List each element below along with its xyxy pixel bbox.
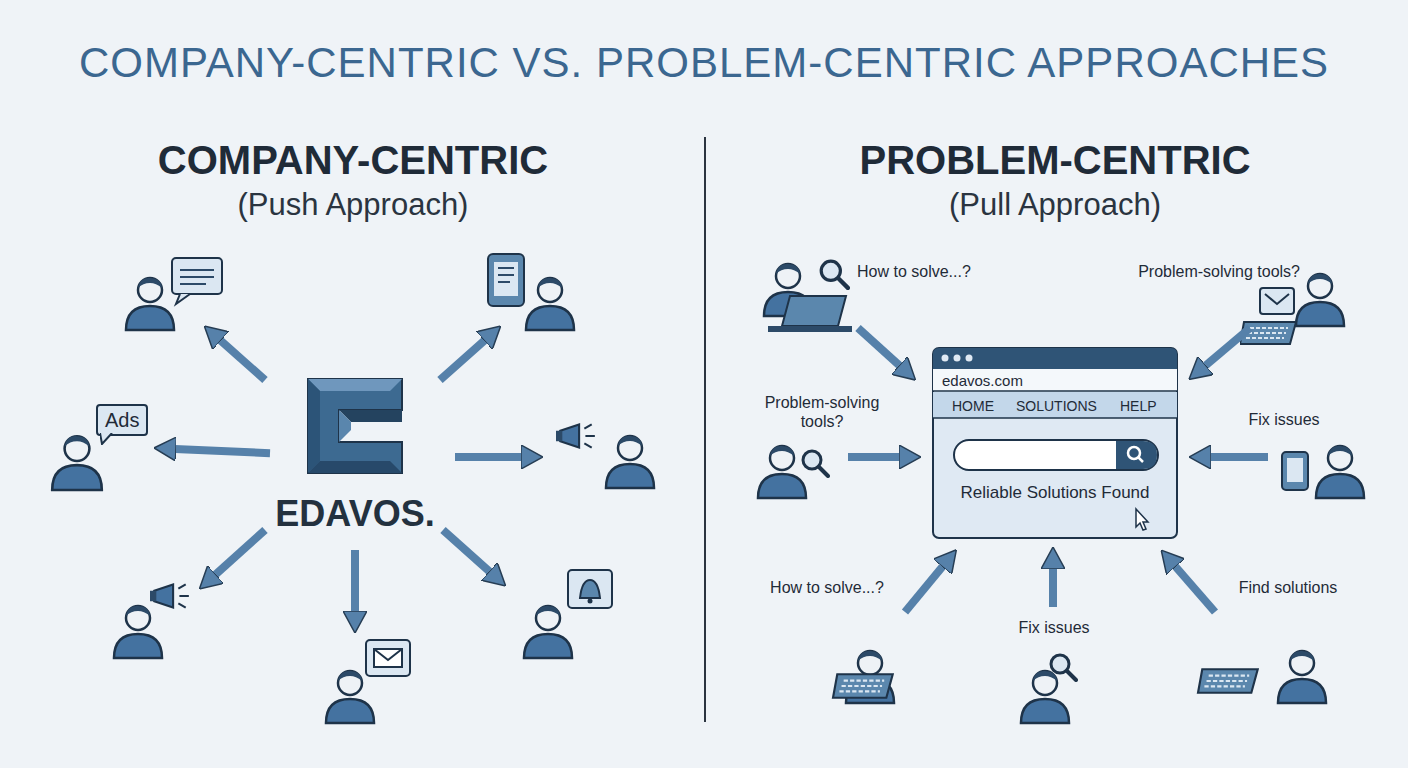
pull-arrows xyxy=(848,328,1268,612)
phone xyxy=(488,254,524,306)
bubble-text: Ads xyxy=(105,408,139,432)
section-subheading: (Push Approach) xyxy=(103,186,603,223)
nav-item: HELP xyxy=(1120,398,1170,415)
divider xyxy=(704,137,706,722)
query-label: Find solutions xyxy=(1224,578,1352,597)
logo-mark xyxy=(307,378,403,474)
section-heading: COMPANY-CENTRIC xyxy=(103,136,603,184)
result-text: Reliable Solutions Found xyxy=(932,483,1178,503)
bell-bubble xyxy=(568,570,612,608)
bubble-tail xyxy=(100,433,114,445)
query-label: Problem-solving tools? xyxy=(752,393,892,431)
query-label: How to solve...? xyxy=(756,578,898,597)
query-label: Problem-solving tools? xyxy=(1085,262,1300,281)
nav-item: HOME xyxy=(952,398,1012,415)
section-heading: PROBLEM-CENTRIC xyxy=(805,136,1305,184)
person-icon xyxy=(46,430,108,492)
push-arrow xyxy=(175,449,270,453)
person-icons xyxy=(114,254,654,723)
url-text: edavos.com xyxy=(942,372,1142,390)
searcher-icons xyxy=(758,261,1364,723)
nav-item: SOLUTIONS xyxy=(1016,398,1116,415)
query-label: How to solve...? xyxy=(857,262,1017,281)
logo-node: EDAVOS. xyxy=(270,372,440,542)
diagram-title: COMPANY-CENTRIC VS. PROBLEM-CENTRIC APPR… xyxy=(0,38,1408,88)
ads-person: Ads xyxy=(44,398,154,493)
section-subheading: (Pull Approach) xyxy=(805,186,1305,223)
mail-bubble xyxy=(1260,288,1294,314)
brand-name: EDAVOS. xyxy=(270,492,440,535)
laptop xyxy=(768,296,852,332)
speech-bubble: Ads xyxy=(96,404,148,436)
query-label: Fix issues xyxy=(998,618,1110,637)
push-arrows xyxy=(215,340,522,612)
speech-bubble xyxy=(172,258,222,304)
browser-node: edavos.comHOMESOLUTIONSHELP Reliable Solu… xyxy=(932,347,1178,539)
query-label: Fix issues xyxy=(1228,410,1340,429)
tablet xyxy=(1282,452,1308,490)
mail-bubble xyxy=(366,640,410,676)
